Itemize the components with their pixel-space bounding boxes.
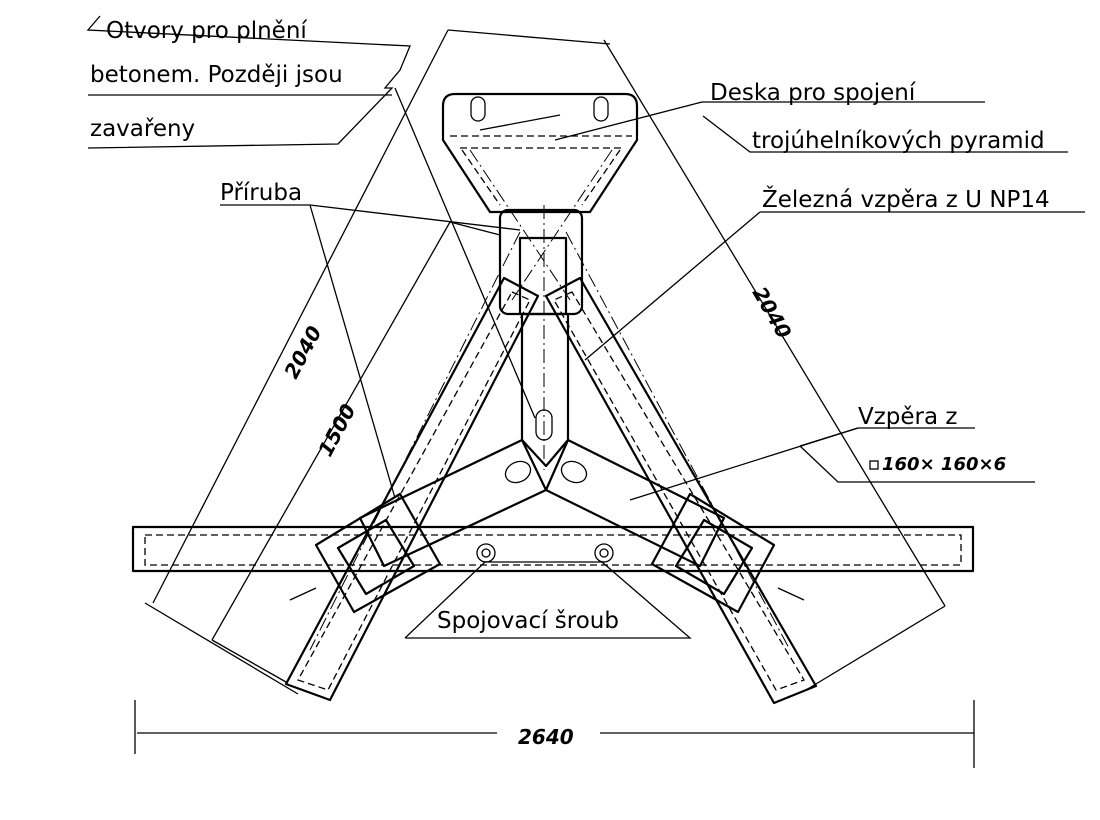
flange-label: Příruba: [220, 180, 302, 206]
central-stem: [520, 205, 570, 470]
left-foot-plate: [289, 492, 442, 614]
left-short-strut: [358, 438, 548, 568]
top-connection-plate: [441, 92, 639, 214]
flange: [498, 208, 584, 316]
strut-label-line1: Vzpěra z: [858, 404, 958, 430]
square-section-icon: [869, 460, 879, 470]
base-beam: [131, 525, 975, 573]
plate-label-line1: Deska pro spojení: [710, 80, 916, 106]
fill-holes-label-line2: betonem. Později jsou: [90, 62, 343, 88]
iron-strut-label: Železná vzpěra z U NP14: [762, 185, 1050, 213]
fill-holes-label-line1: Otvory pro plnění: [106, 18, 307, 44]
bolt-right: [594, 543, 614, 563]
leader-lines: [86, 15, 1085, 639]
dimension-2640: [134, 700, 975, 768]
dimension-right-2040: [603, 39, 946, 691]
dimension-text-2640: 2640: [518, 725, 574, 749]
strut-center-lines: [309, 149, 791, 651]
strut-label-line2: 160× 160×6: [882, 454, 1006, 475]
bolt-label: Spojovací šroub: [437, 608, 619, 634]
right-short-strut: [544, 438, 726, 568]
dimension-text-1500: 1500: [313, 400, 360, 460]
bolt-left: [476, 543, 496, 563]
plate-label-line2: trojúhelníkových pyramid: [752, 128, 1045, 154]
right-foot-plate: [650, 492, 805, 614]
dimension-text-right-2040: 2040: [748, 283, 797, 343]
dimension-1500: [211, 221, 501, 683]
right-iron-strut: [544, 276, 818, 705]
left-iron-strut: [284, 276, 540, 702]
dimension-left-2040: [144, 29, 611, 695]
fill-holes-label-line3: zavařeny: [90, 116, 195, 142]
dimension-text-left-2040: 2040: [279, 322, 326, 382]
